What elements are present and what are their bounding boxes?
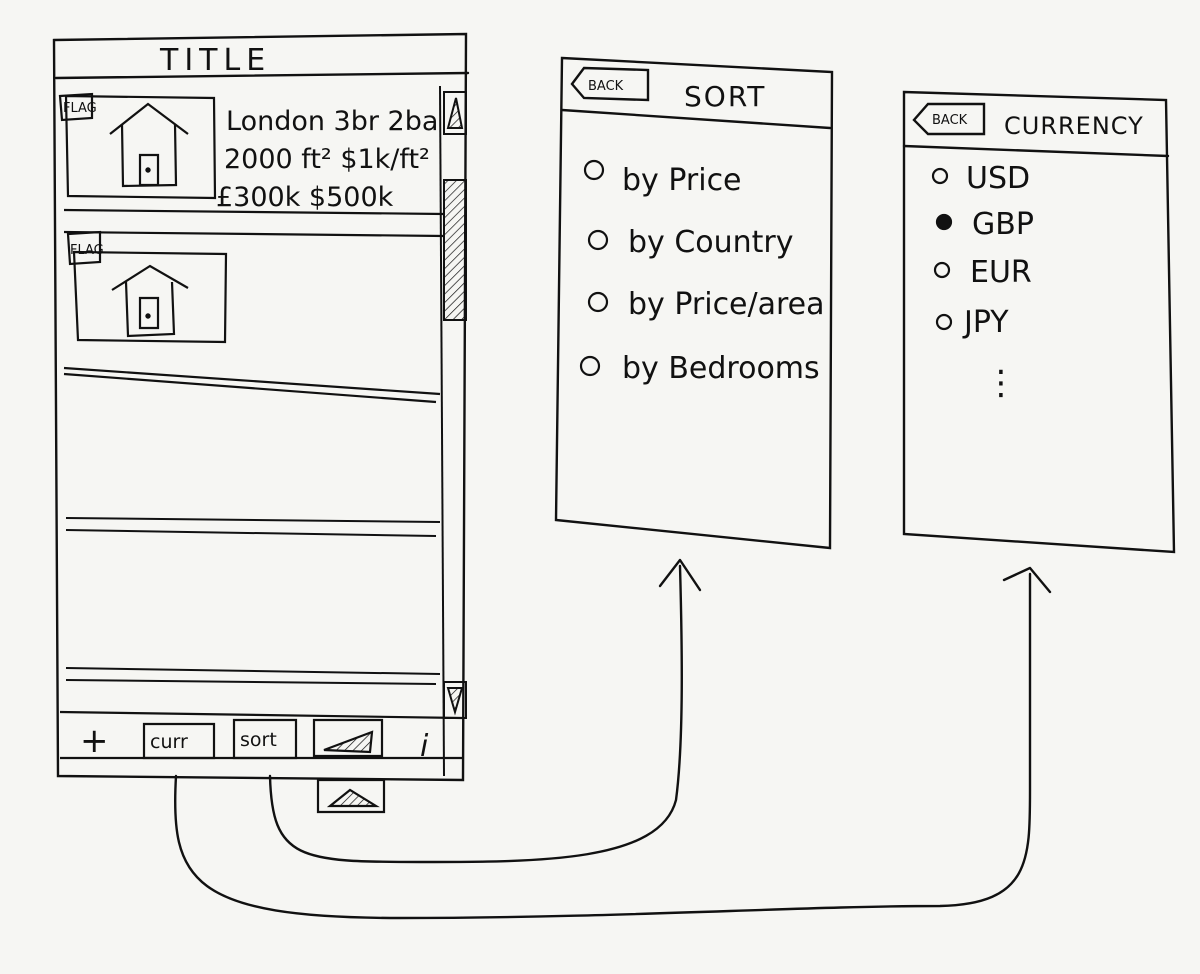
row-divider (63, 230, 445, 238)
radio-button[interactable] (587, 229, 609, 251)
flag-label: FLAG (63, 101, 97, 116)
arrow-head-icon (658, 558, 702, 592)
sort-flow-arrow (268, 564, 683, 864)
currency-option-list: USD GBP EUR JPY ⋮ (931, 161, 1034, 403)
sort-title: SORT (684, 80, 766, 113)
currency-screen (902, 90, 1176, 554)
map-icon (323, 730, 374, 754)
listing-area-price: 2000 ft² $1k/ft² (224, 144, 430, 175)
currency-option-label: JPY (962, 305, 1009, 340)
currency-option-label: USD (966, 161, 1030, 196)
scrollbar-thumb[interactable] (443, 179, 467, 321)
radio-button[interactable] (935, 313, 953, 331)
listing-thumbnail (72, 250, 228, 344)
currency-option-usd[interactable]: USD (931, 161, 1030, 196)
radio-button-selected[interactable] (935, 213, 953, 231)
sort-option-label: by Bedrooms (622, 351, 820, 386)
radio-button[interactable] (583, 159, 605, 181)
scrollbar-track (439, 85, 445, 777)
sort-option-bedrooms[interactable]: by Bedrooms (579, 351, 820, 386)
row-divider (63, 208, 445, 216)
radio-button[interactable] (587, 291, 609, 313)
toolbar-divider (59, 710, 463, 720)
currency-flow-arrow (173, 572, 1032, 920)
map-button[interactable] (312, 718, 384, 758)
currency-option-gbp[interactable]: GBP (935, 207, 1034, 242)
sort-option-price-area[interactable]: by Price/area (587, 287, 825, 322)
sort-option-label: by Country (628, 225, 794, 260)
row-divider (63, 366, 441, 396)
sort-header-divider (560, 108, 832, 130)
sort-back-label: BACK (588, 79, 624, 94)
sort-option-list: by Price by Country by Price/area by Bed… (579, 159, 825, 386)
sort-option-price[interactable]: by Price (583, 159, 742, 198)
navigation-arrows (173, 558, 1052, 920)
radio-button[interactable] (933, 261, 951, 279)
currency-back-label: BACK (932, 113, 968, 128)
sort-option-label: by Price (622, 163, 742, 198)
currency-option-jpy[interactable]: JPY (935, 305, 1009, 340)
currency-button[interactable] (142, 722, 216, 760)
radio-button[interactable] (579, 355, 601, 377)
listing-thumbnail (64, 94, 217, 200)
house-icon (111, 264, 189, 338)
sort-screen (554, 56, 834, 550)
sort-button-label: sort (240, 729, 277, 751)
main-screen-frame (52, 32, 468, 782)
currency-option-eur[interactable]: EUR (933, 255, 1032, 290)
arrow-head-icon (1002, 566, 1052, 594)
map-button-alt[interactable] (316, 778, 386, 814)
currency-option-label: EUR (970, 255, 1032, 290)
row-divider (63, 372, 437, 404)
more-options-ellipsis: ⋮ (984, 363, 1018, 403)
listing-row-2[interactable] (63, 230, 441, 404)
sort-option-label: by Price/area (628, 287, 825, 322)
currency-option-label: GBP (972, 207, 1034, 242)
add-button[interactable]: + (80, 721, 109, 761)
flag-label: FLAG (70, 243, 104, 258)
map-icon (326, 788, 380, 808)
empty-rows (65, 517, 441, 685)
radio-button[interactable] (931, 167, 949, 185)
currency-button-label: curr (150, 731, 188, 753)
flag-badge (66, 230, 102, 266)
scroll-up-arrow-icon[interactable] (443, 91, 467, 135)
listing-row-1[interactable] (58, 92, 445, 238)
listing-prices: £300k $500k (216, 182, 394, 213)
sort-screen-frame (554, 56, 834, 550)
currency-back-button[interactable] (912, 102, 986, 136)
listing-title: London 3br 2ba (226, 106, 438, 137)
scrollbar[interactable] (439, 85, 467, 777)
currency-screen-frame (902, 90, 1176, 554)
main-title: TITLE (159, 43, 271, 78)
info-button[interactable]: i (420, 729, 429, 764)
sort-back-button[interactable] (570, 66, 650, 102)
title-bar-divider (54, 71, 470, 80)
currency-header-divider (902, 144, 1170, 158)
sort-button[interactable] (232, 718, 298, 760)
scroll-down-arrow-icon[interactable] (443, 681, 467, 719)
bottom-toolbar (59, 710, 463, 814)
currency-title: CURRENCY (1004, 112, 1144, 140)
flag-badge (58, 92, 94, 122)
sort-option-country[interactable]: by Country (587, 225, 794, 260)
main-screen (52, 32, 470, 782)
house-icon (109, 102, 189, 188)
